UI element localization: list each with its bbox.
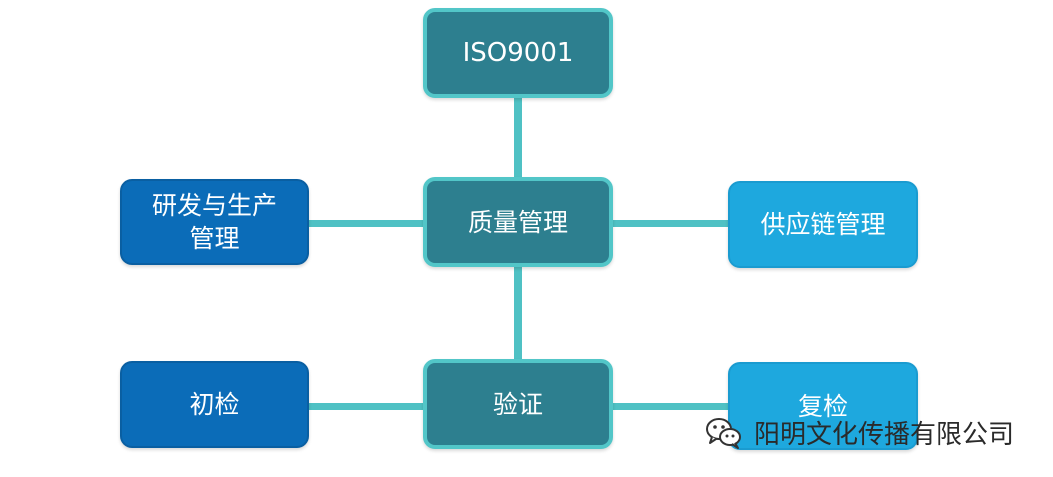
- node-iso9001: ISO9001: [423, 8, 613, 98]
- connector-rnd-quality: [306, 220, 428, 227]
- watermark-text: 阳明文化传播有限公司: [754, 419, 1015, 450]
- wechat-icon: [704, 412, 744, 452]
- connector-quality-supply: [611, 220, 731, 227]
- watermark: 阳明文化传播有限公司: [704, 412, 1014, 452]
- node-supply-chain-label: 供应链管理: [760, 210, 886, 239]
- node-quality-management-label: 质量管理: [467, 207, 568, 237]
- node-iso9001-label: ISO9001: [462, 37, 574, 68]
- node-verification-label: 验证: [492, 389, 543, 419]
- node-rnd-production-management: 研发与生产 管理: [120, 179, 309, 265]
- node-rnd-label-line1: 研发与生产: [151, 191, 277, 220]
- node-rnd-label-line2: 管理: [189, 224, 240, 253]
- node-initial-inspection-label: 初检: [189, 390, 240, 419]
- connector-quality-verify: [514, 264, 522, 362]
- node-supply-chain-management: 供应链管理: [728, 181, 918, 268]
- node-re-inspection: 复检: [728, 362, 918, 450]
- node-initial-inspection: 初检: [120, 361, 309, 448]
- node-re-inspection-label: 复检: [797, 392, 848, 421]
- connector-verify-recheck: [611, 403, 731, 410]
- node-verification: 验证: [423, 359, 613, 449]
- connector-initial-verify: [306, 403, 428, 410]
- connector-iso-quality: [514, 95, 522, 180]
- node-quality-management: 质量管理: [423, 177, 613, 267]
